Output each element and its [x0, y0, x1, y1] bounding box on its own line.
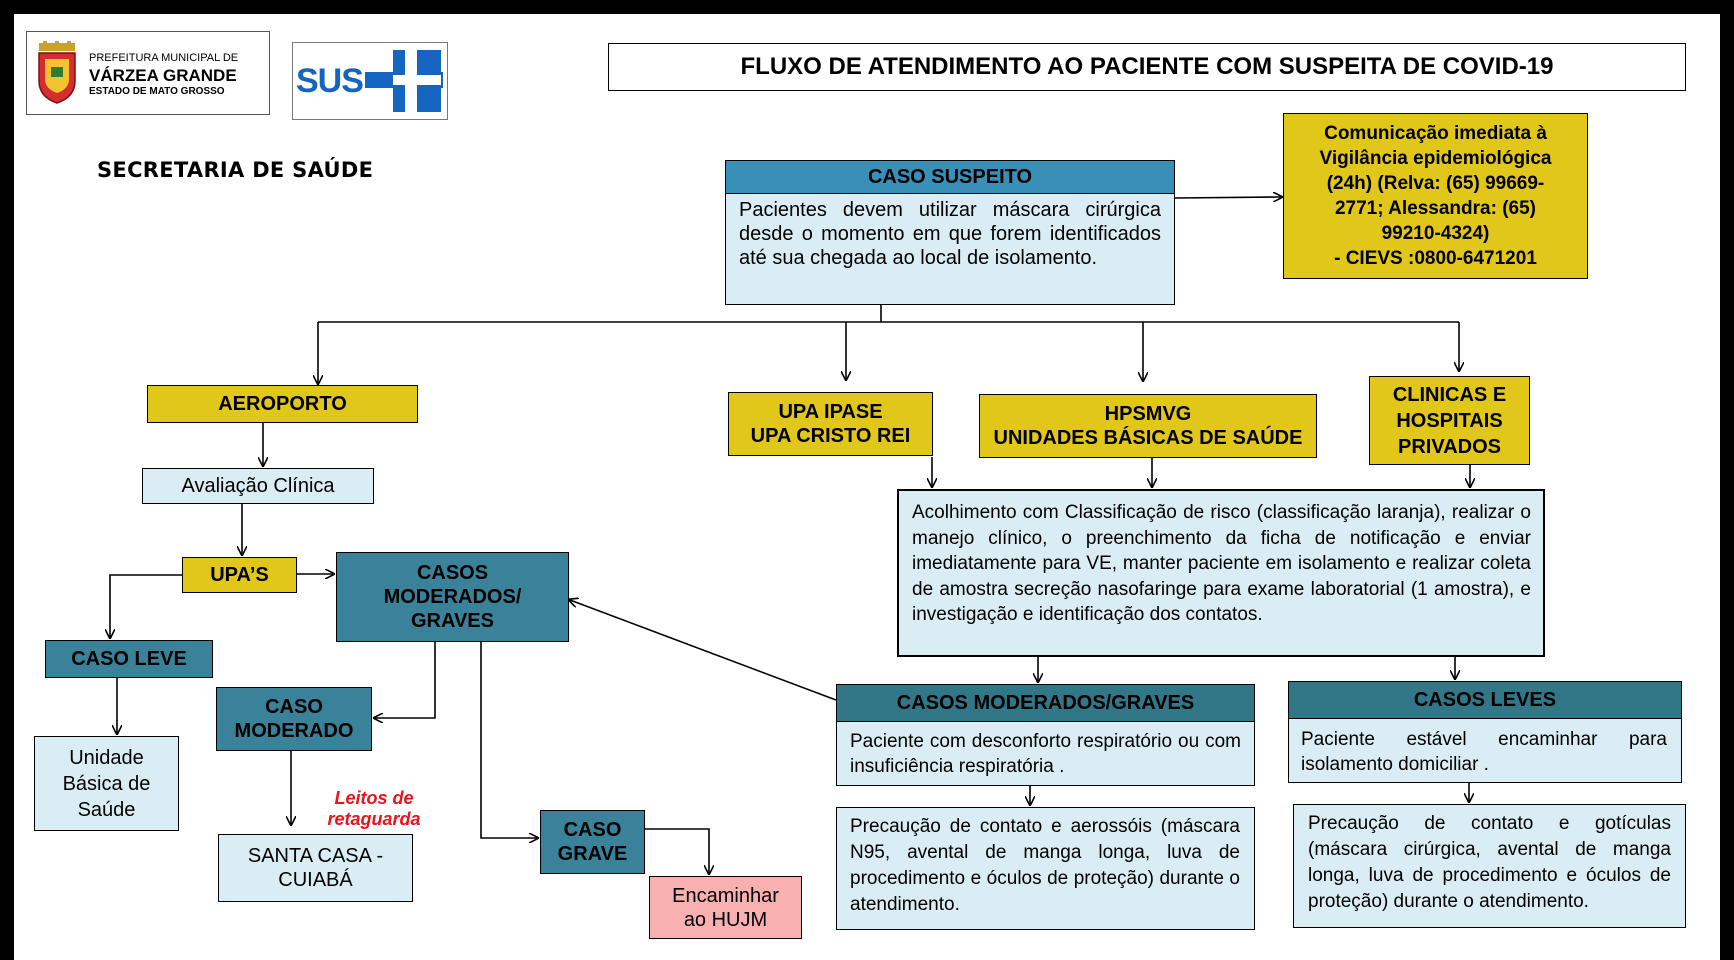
arrow-moderados-to-left — [570, 600, 837, 701]
comunicacao-line: 99210-4324) — [1381, 223, 1490, 244]
comunicacao-line: Vigilância epidemiológica — [1319, 148, 1552, 169]
comunicacao-line: Comunicação imediata à — [1324, 123, 1547, 144]
casos-mod-graves-line1: CASOS — [416, 562, 489, 584]
hps-box: HPSMVG UNIDADES BÁSICAS DE SAÚDE — [979, 394, 1317, 458]
secretaria-label: SECRETARIA DE SAÚDE — [97, 158, 374, 182]
hujm-line1: Encaminhar — [672, 884, 779, 907]
upas-box: UPA’S — [182, 557, 297, 593]
moderados-graves-title: CASOS MODERADOS/GRAVES — [837, 685, 1254, 722]
upa-box: UPA IPASE UPA CRISTO REI — [728, 392, 933, 456]
casos-mod-graves-line2: MODERADOS/ — [383, 586, 522, 608]
sus-cross-icon — [365, 50, 443, 112]
leitos-line2: retaguarda — [327, 809, 421, 829]
coat-of-arms-icon — [38, 41, 76, 104]
leves-text: Paciente estável encaminhar para isolame… — [1301, 729, 1667, 775]
caso-moderado-box: CASO MODERADO — [216, 687, 372, 751]
hujm-line2: ao HUJM — [683, 908, 768, 931]
clinicas-line3: PRIVADOS — [1398, 435, 1501, 458]
clinicas-line2: HOSPITAIS — [1396, 409, 1503, 432]
caso-moderado-line1: CASO — [265, 696, 323, 718]
moderados-graves-box: CASOS MODERADOS/GRAVES Paciente com desc… — [836, 684, 1255, 786]
caso-suspeito-box: CASO SUSPEITO Pacientes devem utilizar m… — [725, 160, 1175, 305]
upa-line1: UPA IPASE — [778, 401, 883, 423]
caso-grave-line1: CASO — [563, 819, 622, 841]
arrow-to-comunicacao — [1174, 197, 1281, 198]
arrow-casos-moderado — [375, 642, 436, 718]
leves-box: CASOS LEVES Paciente estável encaminhar … — [1288, 681, 1682, 783]
leitos-label: Leitos de retaguarda — [318, 788, 430, 830]
caso-grave-box: CASO GRAVE — [540, 810, 645, 874]
acolhimento-box: Acolhimento com Classificação de risco (… — [897, 489, 1545, 657]
avaliacao-box: Avaliação Clínica — [142, 468, 374, 504]
page-title: FLUXO DE ATENDIMENTO AO PACIENTE COM SUS… — [608, 43, 1686, 91]
comunicacao-line: (24h) (Relva: (65) 99669- — [1326, 173, 1545, 194]
prefeitura-line1: PREFEITURA MUNICIPAL DE — [89, 52, 239, 64]
santa-casa-box: SANTA CASA - CUIABÁ — [218, 834, 413, 902]
casos-mod-graves-line3: GRAVES — [411, 610, 494, 632]
leves-title: CASOS LEVES — [1289, 682, 1681, 719]
sus-logo: SUS — [292, 42, 448, 120]
unidade-basica-box: Unidade Básica de Saúde — [34, 736, 179, 831]
santa-casa-line2: CUIABÁ — [278, 869, 353, 891]
arrow-grave-hujm — [645, 828, 709, 873]
moderados-graves-text: Paciente com desconforto respiratório ou… — [850, 731, 1241, 777]
clinicas-line1: CLINICAS E — [1392, 383, 1507, 406]
prefeitura-line2: VÁRZEA GRANDE — [89, 66, 237, 85]
comunicacao-line: - CIEVS :0800-6471201 — [1334, 248, 1537, 269]
prefeitura-logo: PREFEITURA MUNICIPAL DE VÁRZEA GRANDE ES… — [26, 31, 270, 115]
caso-grave-line2: GRAVE — [557, 843, 628, 865]
arrow-casos-grave — [480, 642, 537, 838]
clinicas-box: CLINICAS E HOSPITAIS PRIVADOS — [1369, 376, 1530, 465]
arrow-upas-leve — [110, 574, 182, 637]
leitos-line1: Leitos de — [334, 788, 414, 808]
unidade-line1: Unidade — [69, 746, 144, 769]
sus-logo-text: SUS — [296, 62, 364, 100]
precaucao-aerossois-box: Precaução de contato e aerossóis (máscar… — [836, 807, 1255, 930]
hps-line1: HPSMVG — [1104, 403, 1192, 425]
precaucao-goticulas-box: Precaução de contato e gotículas (máscar… — [1293, 804, 1686, 928]
caso-suspeito-text: Pacientes devem utilizar máscara cirúrgi… — [739, 199, 1161, 269]
unidade-line3: Saúde — [77, 798, 136, 821]
upa-line2: UPA CRISTO REI — [750, 425, 911, 447]
comunicacao-line: 2771; Alessandra: (65) — [1334, 198, 1536, 219]
hps-line2: UNIDADES BÁSICAS DE SAÚDE — [993, 427, 1303, 449]
santa-casa-line1: SANTA CASA - — [247, 845, 384, 867]
caso-moderado-line2: MODERADO — [234, 720, 354, 742]
unidade-line2: Básica de — [62, 772, 151, 795]
caso-suspeito-title: CASO SUSPEITO — [726, 161, 1174, 194]
caso-leve-box: CASO LEVE — [45, 640, 213, 678]
aeroporto-box: AEROPORTO — [147, 385, 418, 423]
comunicacao-box: Comunicação imediata à Vigilância epidem… — [1283, 113, 1588, 279]
hujm-box: Encaminhar ao HUJM — [649, 876, 802, 939]
casos-mod-graves-left-box: CASOS MODERADOS/ GRAVES — [336, 552, 569, 642]
prefeitura-line3: ESTADO DE MATO GROSSO — [89, 86, 225, 97]
